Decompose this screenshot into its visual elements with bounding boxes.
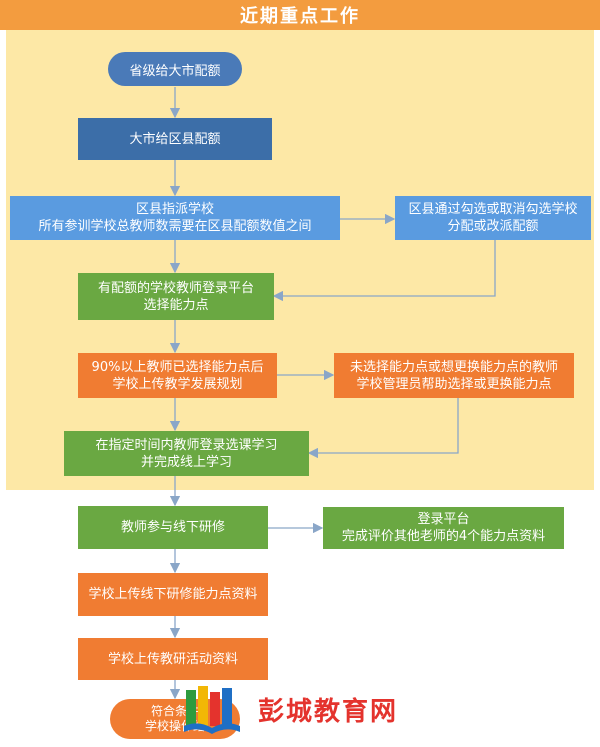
online-learning-line2: 并完成线上学习 [140,454,232,470]
arrow-adjust-login [272,240,496,302]
watermark: 彭城教育网 [182,680,482,738]
highlight-panel [6,30,594,490]
upload-activity-box: 学校上传教研活动资料 [78,638,268,680]
login-select-line2: 选择能力点 [143,297,209,313]
peer-evaluation-line2: 完成评价其他老师的4个能力点资料 [341,529,546,544]
start-node-label: 省级给大市配额 [129,63,221,79]
admin-help-line2: 学校管理员帮助选择或更换能力点 [356,376,552,392]
login-select-box: 有配额的学校教师登录平台 选择能力点 [78,273,274,320]
upload-plan-line2: 学校上传教学发展规划 [112,376,243,392]
assign-school-line2: 所有参训学校总教师数需要在区县配额数值之间 [38,219,312,234]
adjust-quota-box: 区县通过勾选或取消勾选学校 分配或改派配额 [395,196,591,240]
city-quota-box: 大市给区县配额 [78,118,272,160]
login-select-line1: 有配额的学校教师登录平台 [97,280,254,296]
online-learning-box: 在指定时间内教师登录选课学习 并完成线上学习 [64,431,309,476]
adjust-quota-line1: 区县通过勾选或取消勾选学校 [408,202,578,217]
peer-evaluation-line1: 登录平台 [417,512,470,527]
adjust-quota-line2: 分配或改派配额 [447,219,539,234]
offline-training-label: 教师参与线下研修 [120,520,225,535]
upload-plan-box: 90%以上教师已选择能力点后 学校上传教学发展规划 [78,353,277,398]
offline-training-box: 教师参与线下研修 [78,506,268,549]
admin-help-line1: 未选择能力点或想更换能力点的教师 [349,359,558,375]
upload-points-label: 学校上传线下研修能力点资料 [88,587,258,602]
assign-school-box: 区县指派学校 所有参训学校总教师数需要在区县配额数值之间 [10,196,340,240]
peer-evaluation-box: 登录平台 完成评价其他老师的4个能力点资料 [323,507,564,549]
upload-points-box: 学校上传线下研修能力点资料 [78,573,268,616]
watermark-text: 彭城教育网 [258,696,399,727]
online-learning-line1: 在指定时间内教师登录选课学习 [95,437,278,453]
admin-help-box: 未选择能力点或想更换能力点的教师 学校管理员帮助选择或更换能力点 [334,353,574,398]
page-title: 近期重点工作 [0,0,600,30]
start-node: 省级给大市配额 [108,52,242,86]
city-quota-label: 大市给区县配额 [129,131,221,147]
assign-school-line1: 区县指派学校 [135,202,214,217]
arrow-help-online [307,398,459,459]
book-logo-icon [184,686,240,734]
upload-plan-line1: 90%以上教师已选择能力点后 [91,359,264,375]
upload-activity-label: 学校上传教研活动资料 [107,651,238,667]
